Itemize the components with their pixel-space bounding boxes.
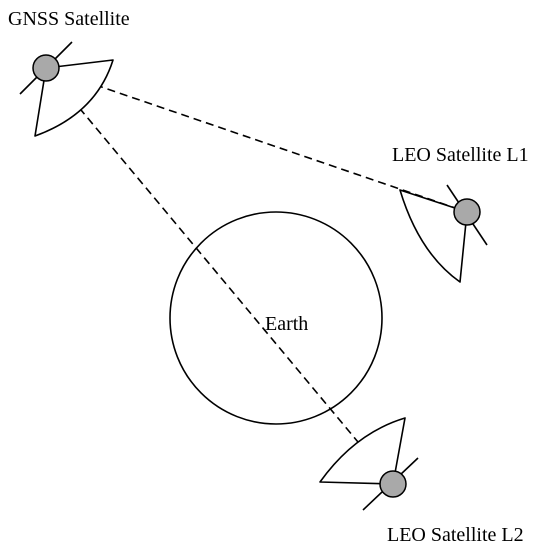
leo-satellite-l1: LEO Satellite L1 bbox=[392, 144, 529, 283]
leo-satellite-l2: LEO Satellite L2 bbox=[319, 417, 524, 546]
link-gnss-to-leo1 bbox=[45, 67, 468, 213]
leo2-satellite-label: LEO Satellite L2 bbox=[387, 524, 524, 546]
link-gnss-to-leo2 bbox=[45, 67, 394, 485]
leo1-antenna-dish bbox=[399, 189, 468, 283]
gnss-antenna-dish bbox=[34, 59, 114, 137]
earth-circle bbox=[169, 211, 383, 425]
earth-label: Earth bbox=[265, 313, 308, 335]
leo2-satellite-body bbox=[379, 470, 407, 498]
earth: Earth bbox=[169, 211, 383, 425]
leo1-satellite-label: LEO Satellite L1 bbox=[392, 144, 529, 166]
gnss-satellite: GNSS Satellite bbox=[8, 8, 130, 137]
leo1-satellite-body bbox=[453, 198, 481, 226]
gnss-satellite-label: GNSS Satellite bbox=[8, 8, 130, 30]
leo2-antenna-dish bbox=[319, 417, 406, 485]
gnss-satellite-body bbox=[32, 54, 60, 82]
